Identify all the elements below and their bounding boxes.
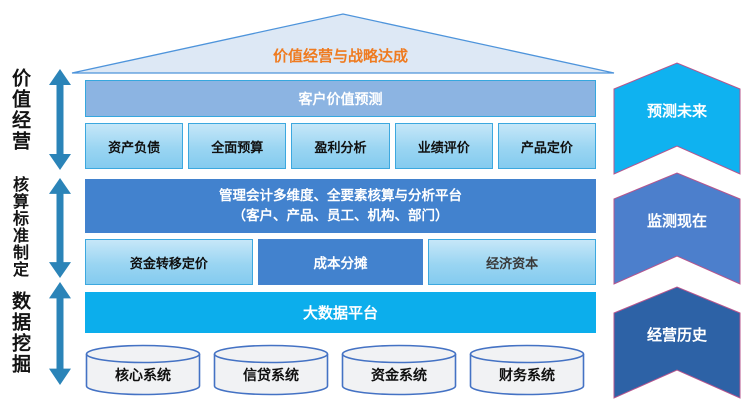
db-finance-system: 财务系统: [469, 344, 585, 396]
database-cylinder-icon: [469, 344, 585, 396]
roof-triangle: [71, 13, 615, 74]
applications-row: 资产负债 全面预算 盈利分析 业绩评价 产品定价: [85, 123, 597, 169]
db-label: 核心系统: [115, 367, 171, 383]
db-treasury-system: 资金系统: [341, 344, 457, 396]
platform-bar-line1: 管理会计多维度、全要素核算与分析平台: [219, 187, 462, 203]
vertical-double-arrow-icon: [49, 178, 71, 278]
box-product-pricing: 产品定价: [497, 123, 597, 169]
database-cylinder-icon: [213, 344, 329, 396]
customer-value-bar-label: 客户价值预测: [298, 90, 383, 107]
box-asset-liability: 资产负债: [85, 123, 184, 169]
axis-label-data-mining: 数据挖掘: [9, 291, 30, 375]
vertical-double-arrow-icon: [49, 69, 71, 170]
box-cost-allocation: 成本分摊: [257, 239, 424, 285]
chevron-up-icon: [613, 62, 741, 175]
chevron-up-icon: [613, 172, 741, 285]
platform-bar-line2: （客户、产品、员工、机构、部门）: [232, 208, 449, 223]
db-label: 信贷系统: [243, 367, 299, 383]
chevron-shape: [613, 286, 741, 399]
db-core-system: 核心系统: [85, 344, 201, 396]
customer-value-bar: 客户价值预测: [85, 80, 596, 117]
source-systems-row: 核心系统 信贷系统 资金系统 财务系统: [85, 344, 585, 396]
chevron-label: 经营历史: [646, 327, 707, 344]
db-label: 资金系统: [371, 367, 427, 383]
chevron-shape: [613, 172, 741, 285]
box-full-budget: 全面预算: [188, 123, 287, 169]
chevron-operating-history: 经营历史: [613, 286, 741, 399]
chevron-label: 预测未来: [646, 103, 707, 120]
vertical-double-arrow-icon: [49, 282, 71, 385]
chevron-label: 监测现在: [646, 213, 707, 230]
box-performance-eval: 业绩评价: [394, 123, 493, 169]
box-economic-capital: 经济资本: [428, 239, 597, 285]
database-cylinder-icon: [341, 344, 457, 396]
chevron-up-icon: [613, 286, 741, 399]
database-cylinder-icon: [85, 344, 201, 396]
chevron-forecast-future: 预测未来: [613, 62, 741, 175]
management-accounting-platform-bar: 管理会计多维度、全要素核算与分析平台 （客户、产品、员工、机构、部门）: [85, 179, 596, 233]
db-credit-system: 信贷系统: [213, 344, 329, 396]
engines-row: 资金转移定价 成本分摊 经济资本: [85, 239, 597, 285]
db-label: 财务系统: [499, 367, 555, 383]
axis-label-value-management: 价值经营: [9, 68, 30, 152]
bigdata-platform-bar: 大数据平台: [85, 292, 596, 333]
roof-label: 价值经营与战略达成: [272, 48, 408, 65]
chevron-monitor-present: 监测现在: [613, 172, 741, 285]
box-profit-analysis: 盈利分析: [291, 123, 390, 169]
bigdata-bar-label: 大数据平台: [302, 305, 378, 322]
axis-label-accounting-standards: 核算标准制定: [10, 176, 27, 278]
box-funds-transfer-pricing: 资金转移定价: [85, 239, 253, 285]
chevron-shape: [613, 62, 741, 175]
